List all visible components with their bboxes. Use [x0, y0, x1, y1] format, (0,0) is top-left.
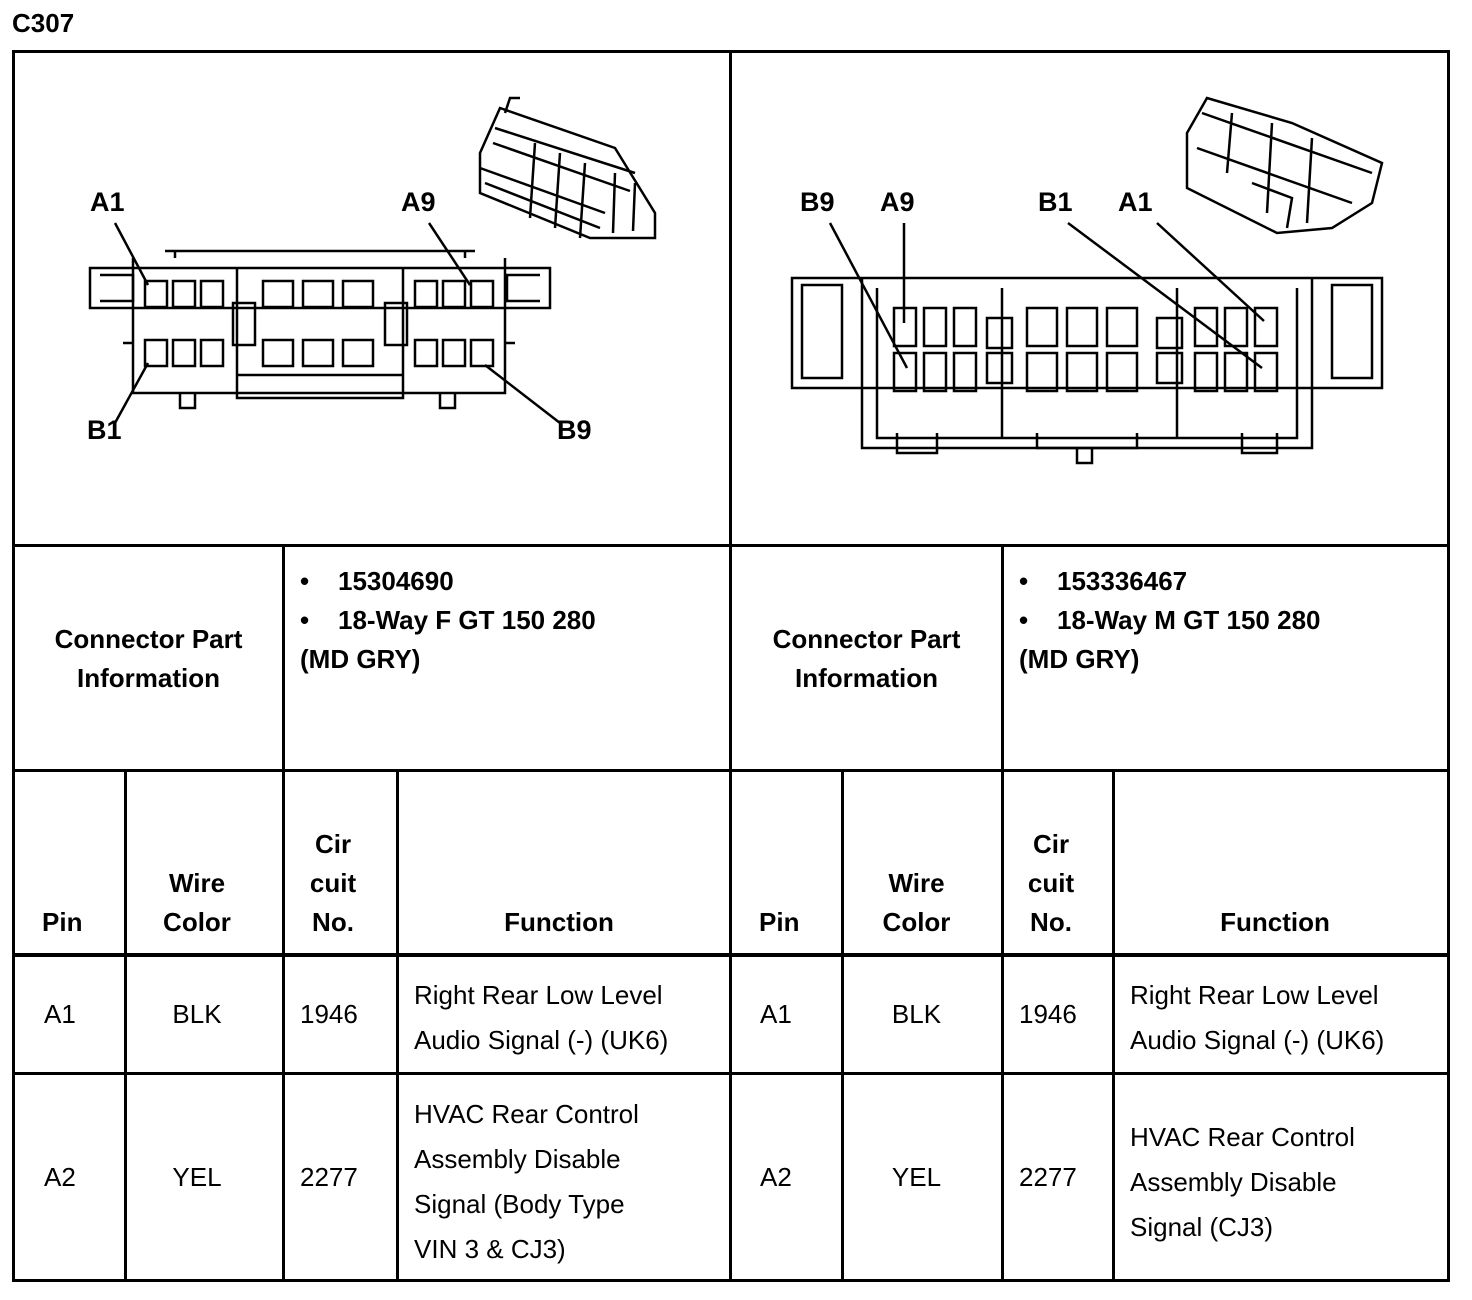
- left-connector-3d-icon: [478, 96, 657, 240]
- wire-color-cell: YEL: [172, 1162, 222, 1192]
- left-header-pin: Pin: [42, 907, 83, 937]
- left-part-info: •15304690 •18-Way F GT 150 280 (MD GRY): [300, 562, 720, 679]
- pin-cell: A2: [760, 1162, 792, 1192]
- label-b9: B9: [800, 187, 835, 217]
- right-part-color: (MD GRY): [1019, 644, 1140, 674]
- label-a1: A1: [90, 187, 125, 217]
- right-connector-3d-icon: [1185, 96, 1384, 235]
- circuit-cell: 1946: [300, 999, 358, 1029]
- label-b1: B1: [1038, 187, 1073, 217]
- function-cell: HVAC Rear Control Assembly Disable Signa…: [1130, 1122, 1355, 1242]
- right-part-description: •18-Way M GT 150 280: [1019, 605, 1321, 635]
- wire-color-cell: BLK: [172, 999, 222, 1029]
- left-header-function: Function: [504, 907, 614, 937]
- left-part-number: •15304690: [300, 566, 454, 596]
- right-header-function: Function: [1220, 907, 1330, 937]
- right-part-number: •153336467: [1019, 566, 1188, 596]
- leader-a1: [113, 222, 150, 286]
- right-connector-diagram: B9 A9 B1 A1: [790, 96, 1384, 465]
- leader-a1: [1156, 222, 1265, 322]
- label-a1: A1: [1118, 187, 1153, 217]
- label-b1: B1: [87, 415, 122, 445]
- leader-a9: [427, 222, 472, 286]
- left-part-color: (MD GRY): [300, 644, 421, 674]
- pin-cell: A1: [44, 999, 76, 1029]
- circuit-cell: 1946: [1019, 999, 1077, 1029]
- left-connector-face: [88, 249, 552, 410]
- function-cell: HVAC Rear Control Assembly Disable Signa…: [414, 1099, 639, 1264]
- circuit-cell: 2277: [1019, 1162, 1077, 1192]
- pin-cell: A1: [760, 999, 792, 1029]
- circuit-cell: 2277: [300, 1162, 358, 1192]
- right-header-pin: Pin: [759, 907, 800, 937]
- left-part-description: •18-Way F GT 150 280: [300, 605, 596, 635]
- label-a9: A9: [880, 187, 915, 217]
- right-connector-face: [790, 276, 1384, 465]
- wire-color-cell: YEL: [891, 1162, 942, 1192]
- function-cell: Right Rear Low Level Audio Signal (-) (U…: [1130, 980, 1385, 1055]
- leader-b1: [1067, 221, 1263, 370]
- leader-b1: [113, 362, 150, 424]
- leader-b9: [484, 364, 561, 424]
- leader-b9: [828, 222, 909, 369]
- wire-color-cell: BLK: [891, 999, 942, 1029]
- left-connector-diagram: A1 A9 B1 B9: [87, 96, 657, 445]
- label-a9: A9: [401, 187, 436, 217]
- function-cell: Right Rear Low Level Audio Signal (-) (U…: [414, 980, 669, 1055]
- connector-title: C307: [12, 8, 75, 38]
- right-part-info: •153336467 •18-Way M GT 150 280 (MD GRY): [1019, 562, 1439, 679]
- label-b9: B9: [557, 415, 592, 445]
- pin-cell: A2: [44, 1162, 76, 1192]
